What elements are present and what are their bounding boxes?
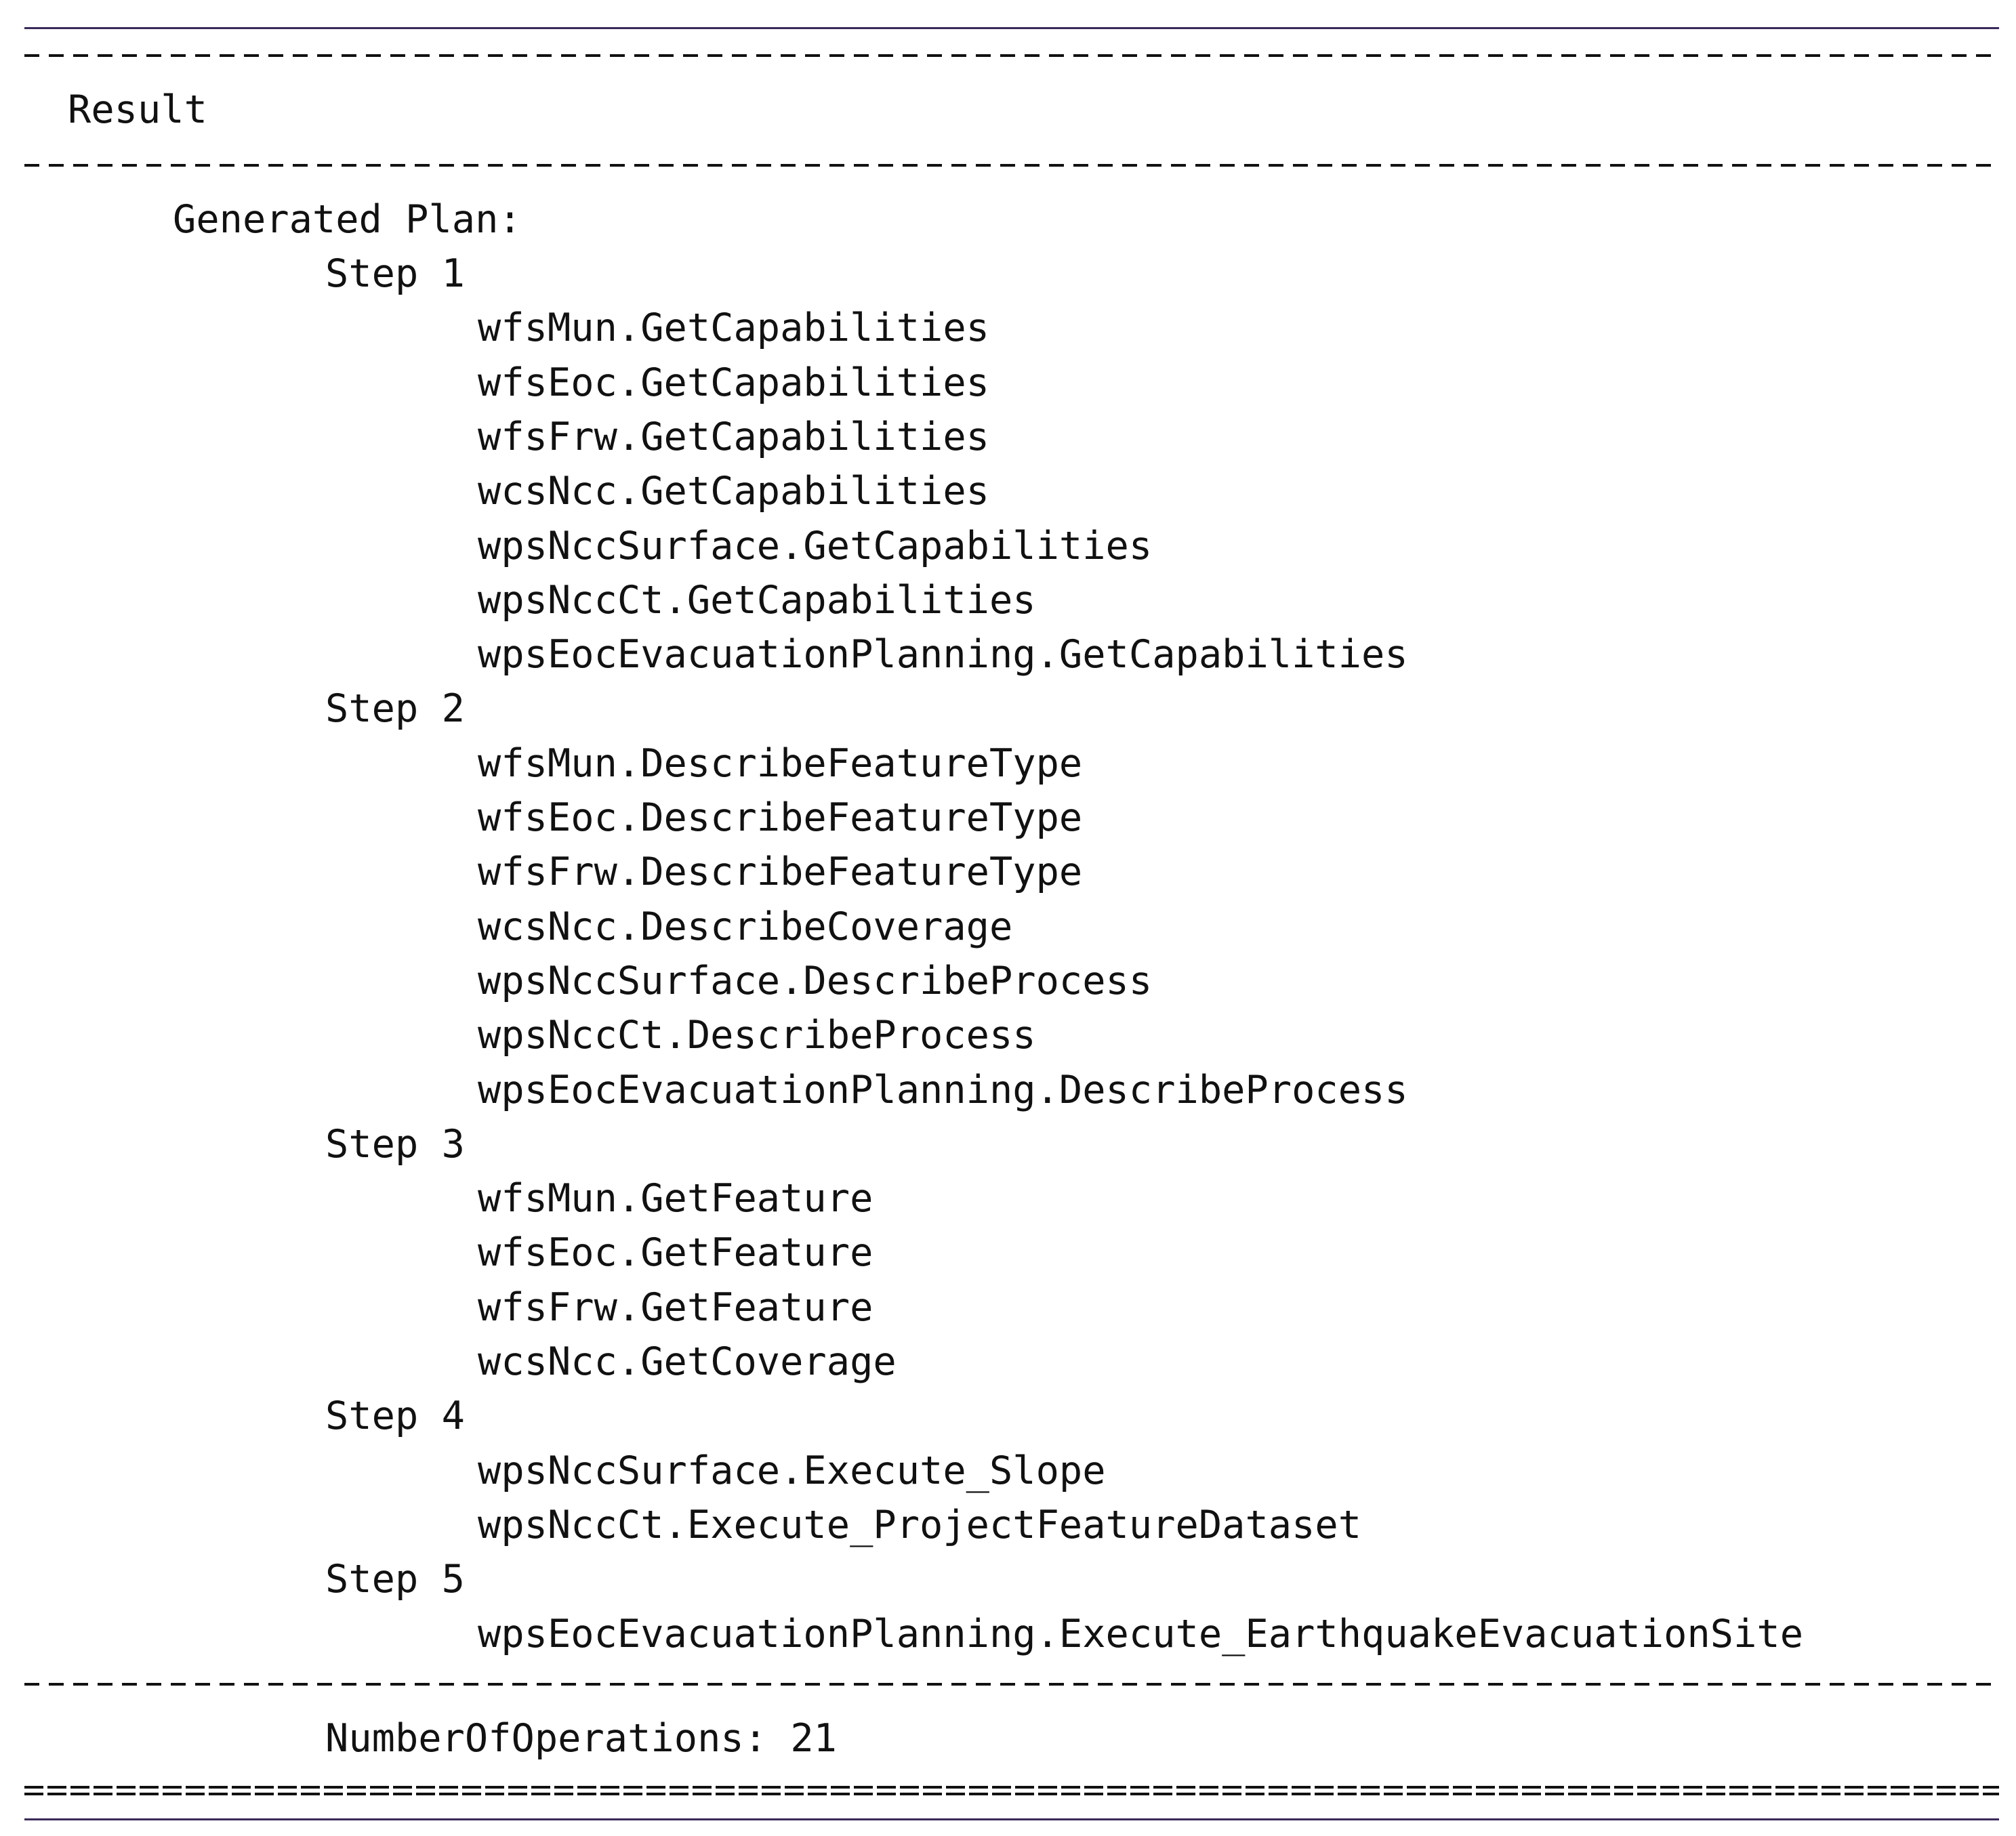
operation-item: wfsEoc.DescribeFeatureType [478,795,1083,840]
operation-item: wpsNccSurface.DescribeProcess [478,958,1153,1003]
operation-item: wfsFrw.GetCapabilities [478,414,989,459]
operation-item: wfsMun.GetFeature [478,1176,873,1222]
operation-item: wcsNcc.DescribeCoverage [478,904,1013,949]
operation-count: NumberOfOperations: 21 [325,1716,837,1761]
operation-item: wcsNcc.GetCapabilities [478,469,989,514]
operation-item: wpsEocEvacuationPlanning.DescribeProcess [478,1067,1408,1112]
operation-item: wpsEocEvacuationPlanning.GetCapabilities [478,632,1408,677]
result-title: Result [68,87,207,132]
dashed-separator-footer [24,1683,1999,1686]
step-label: Step 1 [325,251,465,296]
operation-item: wfsFrw.GetFeature [478,1285,873,1330]
plan-heading: Generated Plan: [173,197,522,242]
step-label: Step 2 [325,686,465,732]
bottom-border [24,1818,1999,1820]
operation-item: wfsMun.GetCapabilities [478,306,989,351]
operation-item: wpsNccCt.Execute_ProjectFeatureDataset [478,1502,1362,1547]
operation-item: wfsEoc.GetFeature [478,1230,873,1276]
operation-item: wpsEocEvacuationPlanning.Execute_Earthqu… [478,1611,1804,1656]
dashed-separator-header [24,164,1999,167]
operation-item: wpsNccSurface.GetCapabilities [478,523,1153,568]
operation-item: wcsNcc.GetCoverage [478,1339,897,1384]
double-rule [24,1786,1999,1795]
operation-item: wpsNccCt.DescribeProcess [478,1013,1036,1058]
operation-item: wfsFrw.DescribeFeatureType [478,850,1083,895]
step-label: Step 5 [325,1557,465,1602]
dashed-separator-top [24,54,1999,57]
operation-item: wpsNccCt.GetCapabilities [478,577,1036,623]
step-label: Step 3 [325,1121,465,1167]
operation-item: wfsEoc.GetCapabilities [478,360,989,405]
step-label: Step 4 [325,1394,465,1439]
top-border [24,27,1999,29]
operation-item: wpsNccSurface.Execute_Slope [478,1448,1106,1493]
operation-item: wfsMun.DescribeFeatureType [478,740,1083,786]
